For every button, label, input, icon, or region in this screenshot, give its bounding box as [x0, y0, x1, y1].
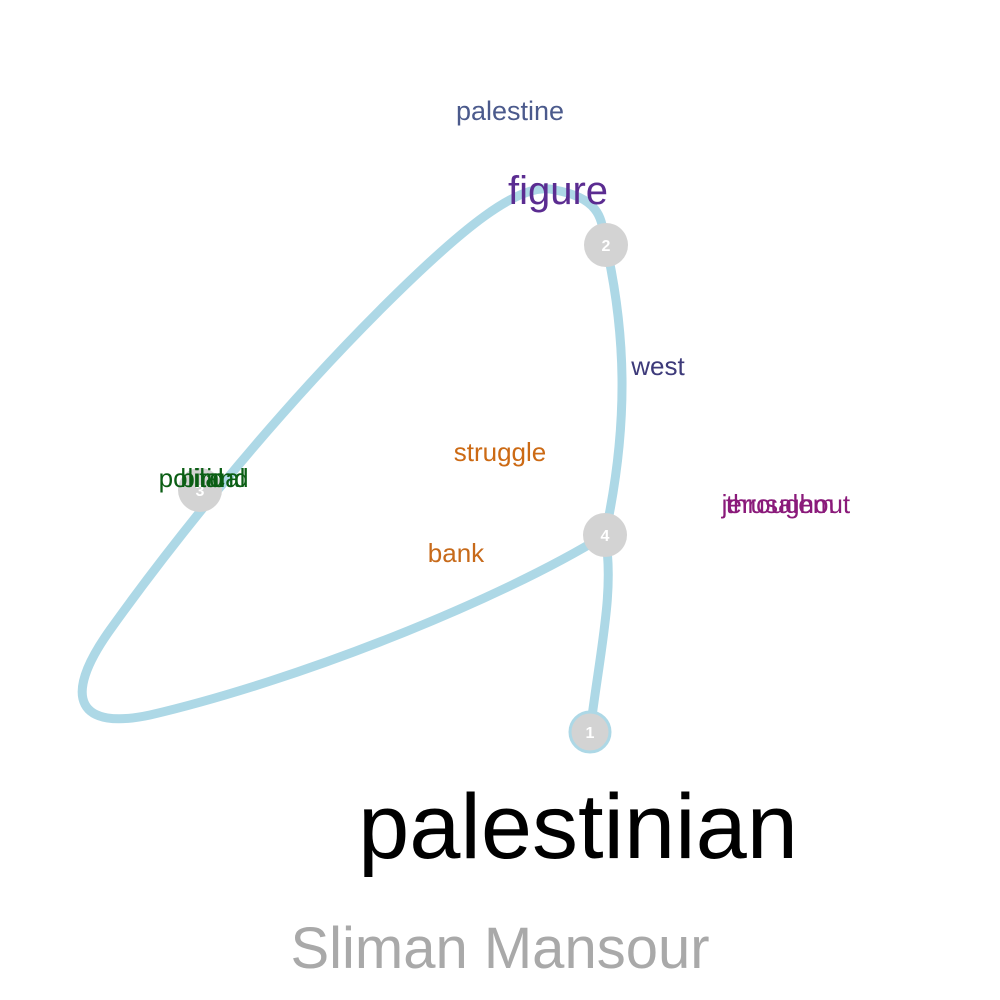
- node-label: 2: [602, 238, 611, 255]
- node-label: 3: [196, 483, 205, 500]
- word-political: political: [159, 463, 246, 493]
- word-jerusalem: jerusalem: [721, 489, 835, 519]
- word-west: west: [630, 351, 685, 381]
- word-palestine: palestine: [456, 96, 564, 126]
- node-1: 1: [568, 710, 612, 754]
- diagram-title: palestinian: [358, 776, 798, 878]
- word-bird: bird: [180, 463, 223, 493]
- node-2: 2: [584, 223, 628, 267]
- node-3: 3: [178, 468, 222, 512]
- word-bank: bank: [428, 538, 485, 568]
- node-circle: [583, 513, 627, 557]
- nodes-group: 1 2 3 4: [178, 223, 628, 754]
- node-circle: [178, 468, 222, 512]
- node-circle: [568, 710, 612, 754]
- word-throughout: throughout: [726, 489, 851, 519]
- node-label: 1: [586, 725, 595, 742]
- diagram-caption: Sliman Mansour: [290, 916, 709, 981]
- node-4: 4: [583, 513, 627, 557]
- word-struggle: struggle: [454, 437, 547, 467]
- word-figure: figure: [508, 169, 608, 213]
- word-land: land: [199, 463, 248, 493]
- node-label: 4: [601, 528, 610, 545]
- node-circle: [584, 223, 628, 267]
- words-group: palestine figure west struggle bank political…: [159, 96, 851, 568]
